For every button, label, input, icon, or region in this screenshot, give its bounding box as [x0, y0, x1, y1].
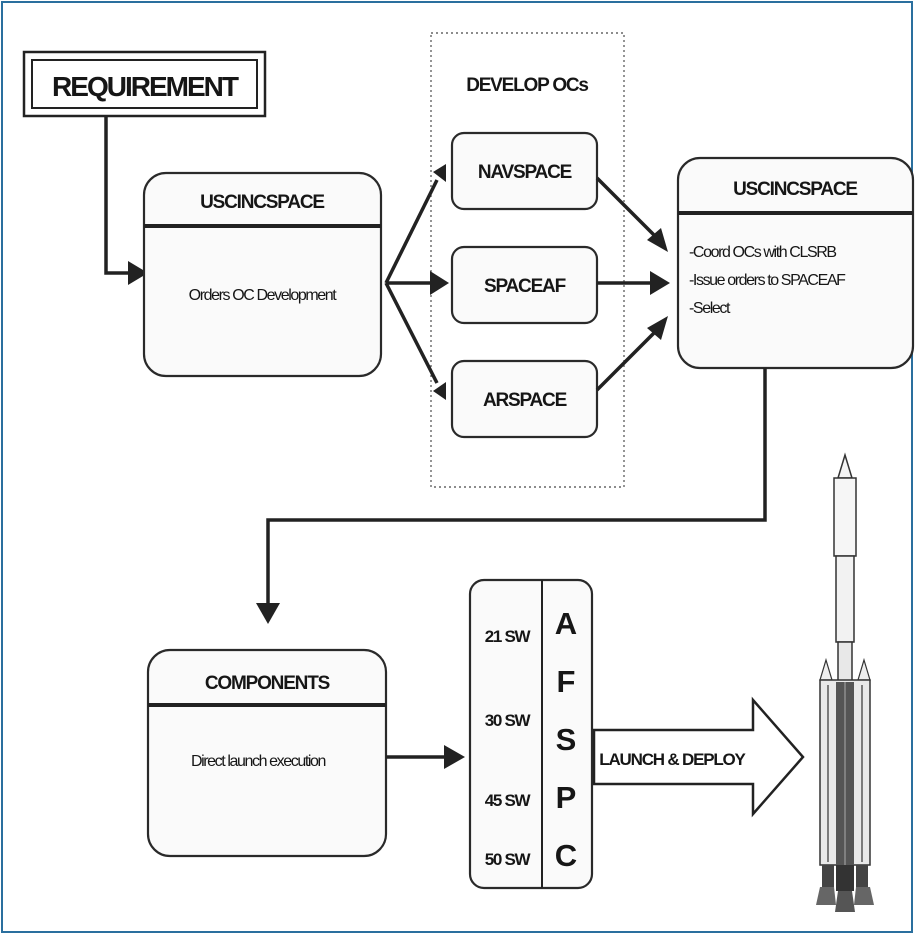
afspc-box: 21 SW 30 SW 45 SW 50 SW A F S P C — [468, 578, 594, 890]
arrowhead-afspc — [444, 745, 465, 769]
uscincspace-to-components-connector — [266, 368, 767, 608]
afspc-letter-f: F — [557, 664, 576, 699]
arrowhead-spaceaf — [430, 271, 449, 295]
afspc-letter-c: C — [555, 838, 577, 873]
components-body: Direct launch execution — [191, 753, 326, 770]
requirement-arrowhead — [128, 261, 148, 285]
arrow-navspace-out — [595, 176, 659, 240]
requirement-box: REQUIREMENT — [22, 50, 267, 118]
develop-ocs-region — [430, 32, 625, 488]
components-title: COMPONENTS — [205, 673, 330, 694]
afspc-letter-s: S — [556, 722, 577, 757]
uscincspace-orders-box: USCINCSPACE Orders OC Development — [142, 171, 383, 378]
arrowhead-navspace — [433, 164, 446, 182]
requirement-label: REQUIREMENT — [52, 71, 239, 102]
launch-deploy-label: LAUNCH & DEPLOY — [599, 750, 746, 769]
uscincspace-right-line-2: -Issue orders to SPACEAF — [689, 272, 846, 289]
uscincspace-right-line-3: -Select — [689, 300, 731, 317]
arrowhead-arspace-out — [647, 316, 668, 340]
arrow-to-navspace — [384, 179, 439, 284]
navspace-box: NAVSPACE — [450, 131, 599, 211]
spaceaf-box: SPACEAF — [450, 245, 599, 325]
navspace-label: NAVSPACE — [478, 162, 572, 183]
spaceaf-label: SPACEAF — [484, 276, 566, 297]
arrowhead-arspace — [433, 382, 446, 400]
arspace-label: ARSPACE — [483, 390, 567, 411]
components-arrowhead — [256, 603, 280, 624]
uscincspace-coord-box: USCINCSPACE -Coord OCs with CLSRB -Issue… — [676, 156, 915, 370]
arrow-to-arspace — [384, 282, 439, 384]
afspc-letter-a: A — [555, 606, 577, 641]
launch-deploy-arrow: LAUNCH & DEPLOY — [592, 696, 805, 818]
uscincspace-right-title: USCINCSPACE — [733, 179, 857, 200]
uscincspace-left-body: Orders OC Development — [189, 287, 338, 304]
components-box: COMPONENTS Direct launch execution — [146, 648, 388, 858]
requirement-connector — [104, 116, 135, 275]
wing-21sw: 21 SW — [485, 627, 532, 646]
arrow-arspace-out — [595, 328, 659, 392]
arspace-box: ARSPACE — [450, 359, 599, 439]
wing-50sw: 50 SW — [485, 850, 532, 869]
afspc-letter-p: P — [556, 780, 577, 815]
rocket-illustration — [816, 452, 874, 912]
uscincspace-left-title: USCINCSPACE — [200, 192, 324, 213]
wing-45sw: 45 SW — [485, 791, 532, 810]
develop-ocs-title: DEVELOP OCs — [466, 75, 588, 96]
arrowhead-navspace-out — [647, 228, 668, 252]
uscincspace-right-line-1: -Coord OCs with CLSRB — [689, 244, 836, 261]
wing-30sw: 30 SW — [485, 711, 532, 730]
arrowhead-spaceaf-out — [650, 271, 670, 295]
